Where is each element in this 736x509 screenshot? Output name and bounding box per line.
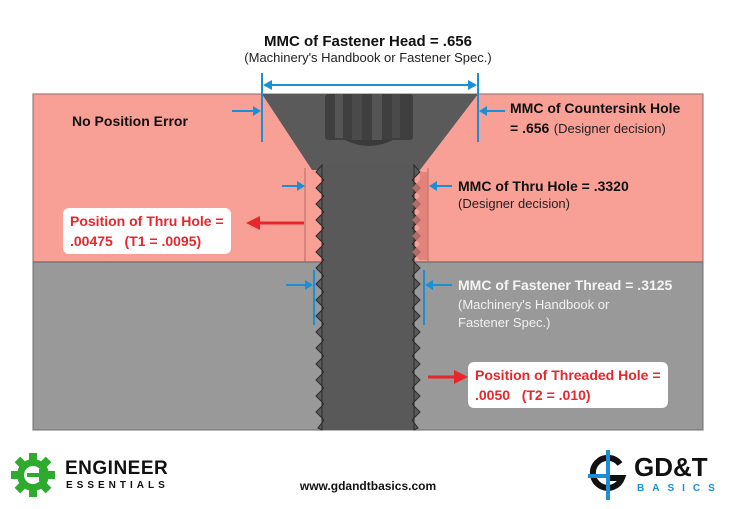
engineer-essentials-logo: ENGINEER ESSENTIALS bbox=[10, 452, 190, 498]
thread-note-line1: (Machinery's Handbook or bbox=[458, 297, 610, 312]
crosshair-g-icon bbox=[588, 450, 627, 500]
thru-hole-position-line2: .00475 (T1 = .0095) bbox=[70, 233, 202, 249]
position-arrows bbox=[246, 216, 468, 384]
threaded-hole-position-line2: .0050 (T2 = .010) bbox=[475, 387, 591, 403]
website-link[interactable]: www.gdandtbasics.com bbox=[299, 479, 437, 493]
threaded-hole-position-callout: Position of Threaded Hole = .0050 (T2 = … bbox=[468, 362, 668, 408]
thread-dimension-arrows bbox=[286, 270, 452, 325]
gdt-basics-line2: BASICS bbox=[637, 483, 723, 494]
engineer-essentials-line2: ESSENTIALS bbox=[66, 480, 169, 491]
thru-hole-position-callout: Position of Thru Hole = .00475 (T1 = .00… bbox=[63, 208, 231, 254]
no-position-error-label: No Position Error bbox=[72, 113, 188, 129]
gdt-basics-line1: GD&T bbox=[634, 452, 708, 482]
thru-hole-title: MMC of Thru Hole = .3320 bbox=[458, 178, 629, 194]
diagram-subtitle: (Machinery's Handbook or Fastener Spec.) bbox=[244, 50, 492, 65]
countersink-title: MMC of Countersink Hole bbox=[510, 100, 681, 116]
engineer-essentials-line1: ENGINEER bbox=[65, 458, 169, 479]
thru-hole-dimension-arrows bbox=[282, 181, 452, 191]
thread-title: MMC of Fastener Thread = .3125 bbox=[458, 277, 673, 293]
countersink-value-row: = .656 (Designer decision) bbox=[510, 120, 666, 138]
thru-hole-note: (Designer decision) bbox=[458, 196, 570, 211]
diagram-title: MMC of Fastener Head = .656 bbox=[264, 33, 472, 50]
countersink-dimension-arrows bbox=[232, 106, 505, 116]
gdt-basics-logo: GD&T BASICS bbox=[584, 450, 734, 500]
torx-socket-icon bbox=[325, 94, 413, 146]
fastener-shank bbox=[315, 163, 428, 431]
gear-icon bbox=[11, 453, 55, 497]
thread-note-line2: Fastener Spec.) bbox=[458, 315, 551, 330]
thru-hole-position-line1: Position of Thru Hole = bbox=[70, 213, 224, 229]
threaded-hole-position-line1: Position of Threaded Hole = bbox=[475, 367, 661, 383]
countersink-note: (Designer decision) bbox=[553, 121, 666, 136]
fastener-head-dimension bbox=[261, 73, 479, 142]
countersink-value: = .656 bbox=[510, 120, 550, 136]
